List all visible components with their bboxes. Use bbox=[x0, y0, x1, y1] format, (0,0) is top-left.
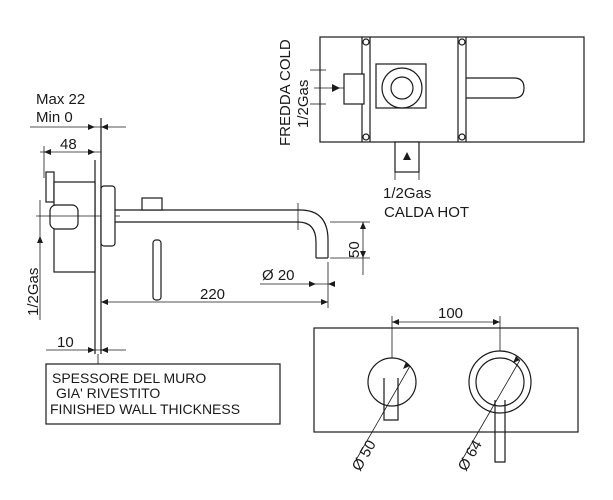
front-plate bbox=[313, 327, 579, 433]
arrow-head bbox=[328, 281, 335, 287]
arrow-head bbox=[88, 347, 95, 353]
screw-icon bbox=[362, 38, 370, 46]
screw-icon bbox=[458, 38, 466, 46]
cold-arrow-icon bbox=[332, 84, 340, 92]
spout-top bbox=[115, 209, 329, 258]
arrow-head bbox=[44, 149, 51, 155]
label-dia-50: Ø 50 bbox=[349, 437, 380, 474]
label-dia-64: Ø 64 bbox=[455, 437, 486, 474]
label-calda: CALDA HOT bbox=[384, 204, 469, 221]
arrow-head bbox=[493, 319, 500, 325]
handle-lever-front bbox=[494, 400, 506, 463]
top-view: FREDDA COLD 1/2Gas 1/2Gas CALDA HOT bbox=[277, 36, 585, 221]
arrow-head bbox=[392, 319, 399, 325]
spout-rosette bbox=[367, 357, 417, 407]
handle-cap bbox=[141, 197, 163, 211]
spout-bottom bbox=[115, 221, 317, 258]
note-line-3: FINISHED WALL THICKNESS bbox=[50, 401, 240, 417]
label-max: Max 22 bbox=[36, 91, 85, 108]
top-lever-tip bbox=[500, 77, 525, 99]
arrow-head bbox=[321, 299, 328, 305]
arrow-head bbox=[101, 347, 108, 353]
valve-core bbox=[49, 204, 79, 230]
cold-inlet bbox=[343, 73, 365, 105]
label-gas-bottom: 1/2Gas bbox=[383, 185, 431, 202]
handle-ring bbox=[475, 357, 525, 407]
label-gas-left: 1/2Gas bbox=[25, 268, 42, 316]
note-line-1: SPESSORE DEL MURO bbox=[52, 370, 206, 386]
label-dim-50: 50 bbox=[346, 241, 363, 258]
arrow-head bbox=[309, 281, 316, 287]
label-dim-48: 48 bbox=[60, 136, 77, 153]
label-dim-220: 220 bbox=[200, 286, 225, 303]
hot-arrow-icon bbox=[403, 152, 411, 160]
arrow-head bbox=[403, 362, 410, 369]
wall-plate bbox=[100, 185, 116, 247]
arrow-head bbox=[513, 356, 520, 363]
hot-inlet bbox=[394, 141, 420, 173]
side-view: Max 22 Min 0 48 1/2Gas 220 10 50 Ø 20 bbox=[25, 91, 370, 354]
screw-icon bbox=[362, 133, 370, 141]
body-flange bbox=[45, 171, 55, 203]
label-gas-top: 1/2Gas bbox=[295, 80, 312, 128]
arrow-head bbox=[37, 236, 43, 243]
note-box bbox=[45, 363, 281, 425]
screw-icon bbox=[458, 133, 466, 141]
arrow-head bbox=[88, 149, 95, 155]
spout-front bbox=[383, 378, 399, 421]
dia-50-leader bbox=[355, 365, 411, 461]
arrow-head bbox=[88, 124, 95, 130]
arrow-head bbox=[101, 124, 108, 130]
label-dim-100: 100 bbox=[438, 305, 463, 322]
wall-thickness-note: SPESSORE DEL MURO GIA' RIVESTITO FINISHE… bbox=[45, 354, 281, 425]
label-dim-10: 10 bbox=[57, 334, 74, 351]
label-min: Min 0 bbox=[36, 109, 73, 126]
note-line-2: GIA' RIVESTITO bbox=[56, 385, 160, 401]
arrow-head bbox=[101, 299, 108, 305]
dia-64-leader bbox=[461, 359, 521, 461]
top-valve-core bbox=[390, 76, 414, 100]
label-fredda: FREDDA COLD bbox=[277, 39, 294, 146]
handle-lever bbox=[152, 239, 162, 301]
front-view: 100 Ø 50 Ø 64 bbox=[313, 305, 579, 474]
arrow-head bbox=[360, 251, 366, 258]
label-dia-20: Ø 20 bbox=[262, 267, 295, 284]
arrow-head bbox=[360, 222, 366, 229]
